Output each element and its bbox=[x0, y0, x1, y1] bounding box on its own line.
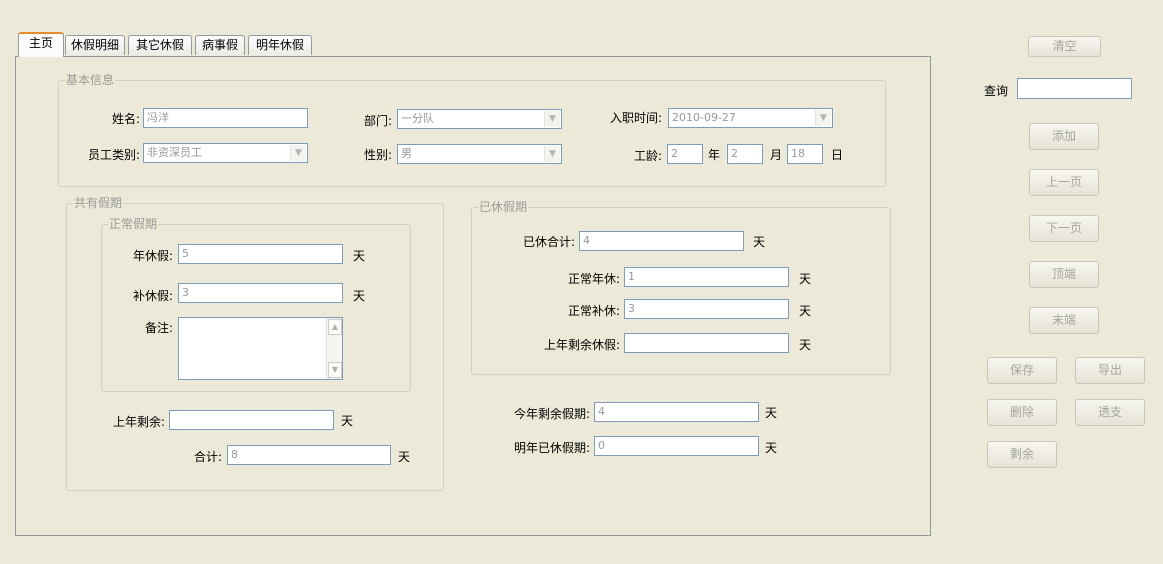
join-date-label: 入职时间: bbox=[609, 111, 662, 125]
taken-total-label: 已休合计: bbox=[522, 235, 575, 249]
next-year-taken-label: 明年已休假期: bbox=[513, 441, 590, 455]
next-year-taken-input[interactable]: 0 bbox=[594, 436, 759, 456]
add-button[interactable]: 添加 bbox=[1029, 123, 1099, 150]
normal-leave-legend: 正常假期 bbox=[108, 217, 159, 231]
taken-annual-unit: 天 bbox=[799, 272, 812, 286]
employee-type-select[interactable]: 非资深员工 ▼ bbox=[143, 143, 308, 163]
comp-leave-unit: 天 bbox=[353, 289, 366, 303]
remaining-this-year-unit: 天 bbox=[765, 406, 778, 420]
tab-other-leave[interactable]: 其它休假 bbox=[128, 35, 192, 55]
tab-leave-details[interactable]: 休假明细 bbox=[65, 35, 125, 55]
employee-type-value: 非资深员工 bbox=[147, 146, 202, 159]
taken-total-unit: 天 bbox=[753, 235, 766, 249]
annual-leave-input[interactable]: 5 bbox=[178, 244, 343, 264]
annual-leave-unit: 天 bbox=[353, 249, 366, 263]
taken-leave-legend: 已休假期 bbox=[478, 200, 529, 214]
next-page-button[interactable]: 下一页 bbox=[1029, 215, 1099, 242]
basic-info-legend: 基本信息 bbox=[65, 73, 116, 87]
chevron-down-icon[interactable]: ▼ bbox=[544, 111, 560, 127]
seniority-label: 工龄: bbox=[633, 149, 662, 163]
name-label: 姓名: bbox=[111, 112, 140, 126]
gender-value: 男 bbox=[401, 147, 412, 160]
overdraw-button[interactable]: 透支 bbox=[1075, 399, 1145, 426]
taken-total-input[interactable]: 4 bbox=[579, 231, 744, 251]
remaining-this-year-label: 今年剩余假期: bbox=[513, 407, 590, 421]
gender-label: 性别: bbox=[363, 148, 392, 162]
comp-leave-label: 补休假: bbox=[132, 289, 173, 303]
tab-home[interactable]: 主页 bbox=[18, 32, 64, 57]
name-input[interactable]: 冯洋 bbox=[143, 108, 308, 128]
taken-comp-input[interactable]: 3 bbox=[624, 299, 789, 319]
taken-comp-label: 正常补休: bbox=[567, 304, 620, 318]
seniority-years-input[interactable]: 2 bbox=[667, 144, 703, 164]
taken-annual-label: 正常年休: bbox=[567, 272, 620, 286]
save-button[interactable]: 保存 bbox=[987, 357, 1057, 384]
seniority-days-input[interactable]: 18 bbox=[787, 144, 823, 164]
shared-leave-group: 共有假期 bbox=[66, 196, 444, 491]
chevron-down-icon[interactable]: ▼ bbox=[544, 146, 560, 162]
seniority-months-input[interactable]: 2 bbox=[727, 144, 763, 164]
join-date-select[interactable]: 2010-09-27 ▼ bbox=[668, 108, 833, 128]
basic-info-group: 基本信息 bbox=[58, 73, 886, 187]
taken-last-year-input[interactable] bbox=[624, 333, 789, 353]
taken-last-year-unit: 天 bbox=[799, 338, 812, 352]
annual-leave-label: 年休假: bbox=[132, 249, 173, 263]
taken-leave-group: 已休假期 bbox=[471, 200, 891, 375]
shared-leave-legend: 共有假期 bbox=[73, 196, 124, 210]
query-input[interactable] bbox=[1017, 78, 1132, 99]
next-year-taken-unit: 天 bbox=[765, 441, 778, 455]
dept-select[interactable]: 一分队 ▼ bbox=[397, 109, 562, 129]
last-year-remaining-unit: 天 bbox=[341, 414, 354, 428]
days-unit: 日 bbox=[831, 148, 844, 162]
remaining-button[interactable]: 剩余 bbox=[987, 441, 1057, 468]
main-panel bbox=[15, 56, 931, 536]
clear-button[interactable]: 清空 bbox=[1028, 36, 1101, 57]
gender-select[interactable]: 男 ▼ bbox=[397, 144, 562, 164]
chevron-down-icon[interactable]: ▼ bbox=[815, 110, 831, 126]
taken-annual-input[interactable]: 1 bbox=[624, 267, 789, 287]
last-record-button[interactable]: 末端 bbox=[1029, 307, 1099, 334]
shared-total-input[interactable]: 8 bbox=[227, 445, 391, 465]
taken-last-year-label: 上年剩余休假: bbox=[543, 338, 620, 352]
delete-button[interactable]: 删除 bbox=[987, 399, 1057, 426]
chevron-down-icon[interactable]: ▼ bbox=[290, 145, 306, 161]
note-label: 备注: bbox=[144, 321, 173, 335]
note-scrollbar[interactable]: ▲ ▼ bbox=[326, 318, 342, 379]
tab-next-year-leave[interactable]: 明年休假 bbox=[248, 35, 312, 55]
last-year-remaining-label: 上年剩余: bbox=[112, 415, 165, 429]
tab-sick-leave[interactable]: 病事假 bbox=[195, 35, 245, 55]
dept-label: 部门: bbox=[363, 114, 392, 128]
shared-total-label: 合计: bbox=[193, 450, 222, 464]
prev-page-button[interactable]: 上一页 bbox=[1029, 169, 1099, 196]
note-textarea[interactable]: ▲ ▼ bbox=[178, 317, 343, 380]
first-record-button[interactable]: 顶端 bbox=[1029, 261, 1099, 288]
years-unit: 年 bbox=[708, 148, 721, 162]
query-label: 查询 bbox=[984, 84, 1009, 98]
normal-leave-group: 正常假期 bbox=[101, 217, 411, 392]
comp-leave-input[interactable]: 3 bbox=[178, 283, 343, 303]
scroll-up-icon[interactable]: ▲ bbox=[328, 319, 342, 335]
remaining-this-year-input[interactable]: 4 bbox=[594, 402, 759, 422]
dept-select-value: 一分队 bbox=[401, 112, 434, 125]
join-date-value: 2010-09-27 bbox=[672, 111, 736, 124]
last-year-remaining-input[interactable] bbox=[169, 410, 334, 430]
months-unit: 月 bbox=[770, 148, 783, 162]
taken-comp-unit: 天 bbox=[799, 304, 812, 318]
export-button[interactable]: 导出 bbox=[1075, 357, 1145, 384]
scroll-down-icon[interactable]: ▼ bbox=[328, 362, 342, 378]
shared-total-unit: 天 bbox=[398, 450, 411, 464]
employee-type-label: 员工类别: bbox=[87, 148, 140, 162]
